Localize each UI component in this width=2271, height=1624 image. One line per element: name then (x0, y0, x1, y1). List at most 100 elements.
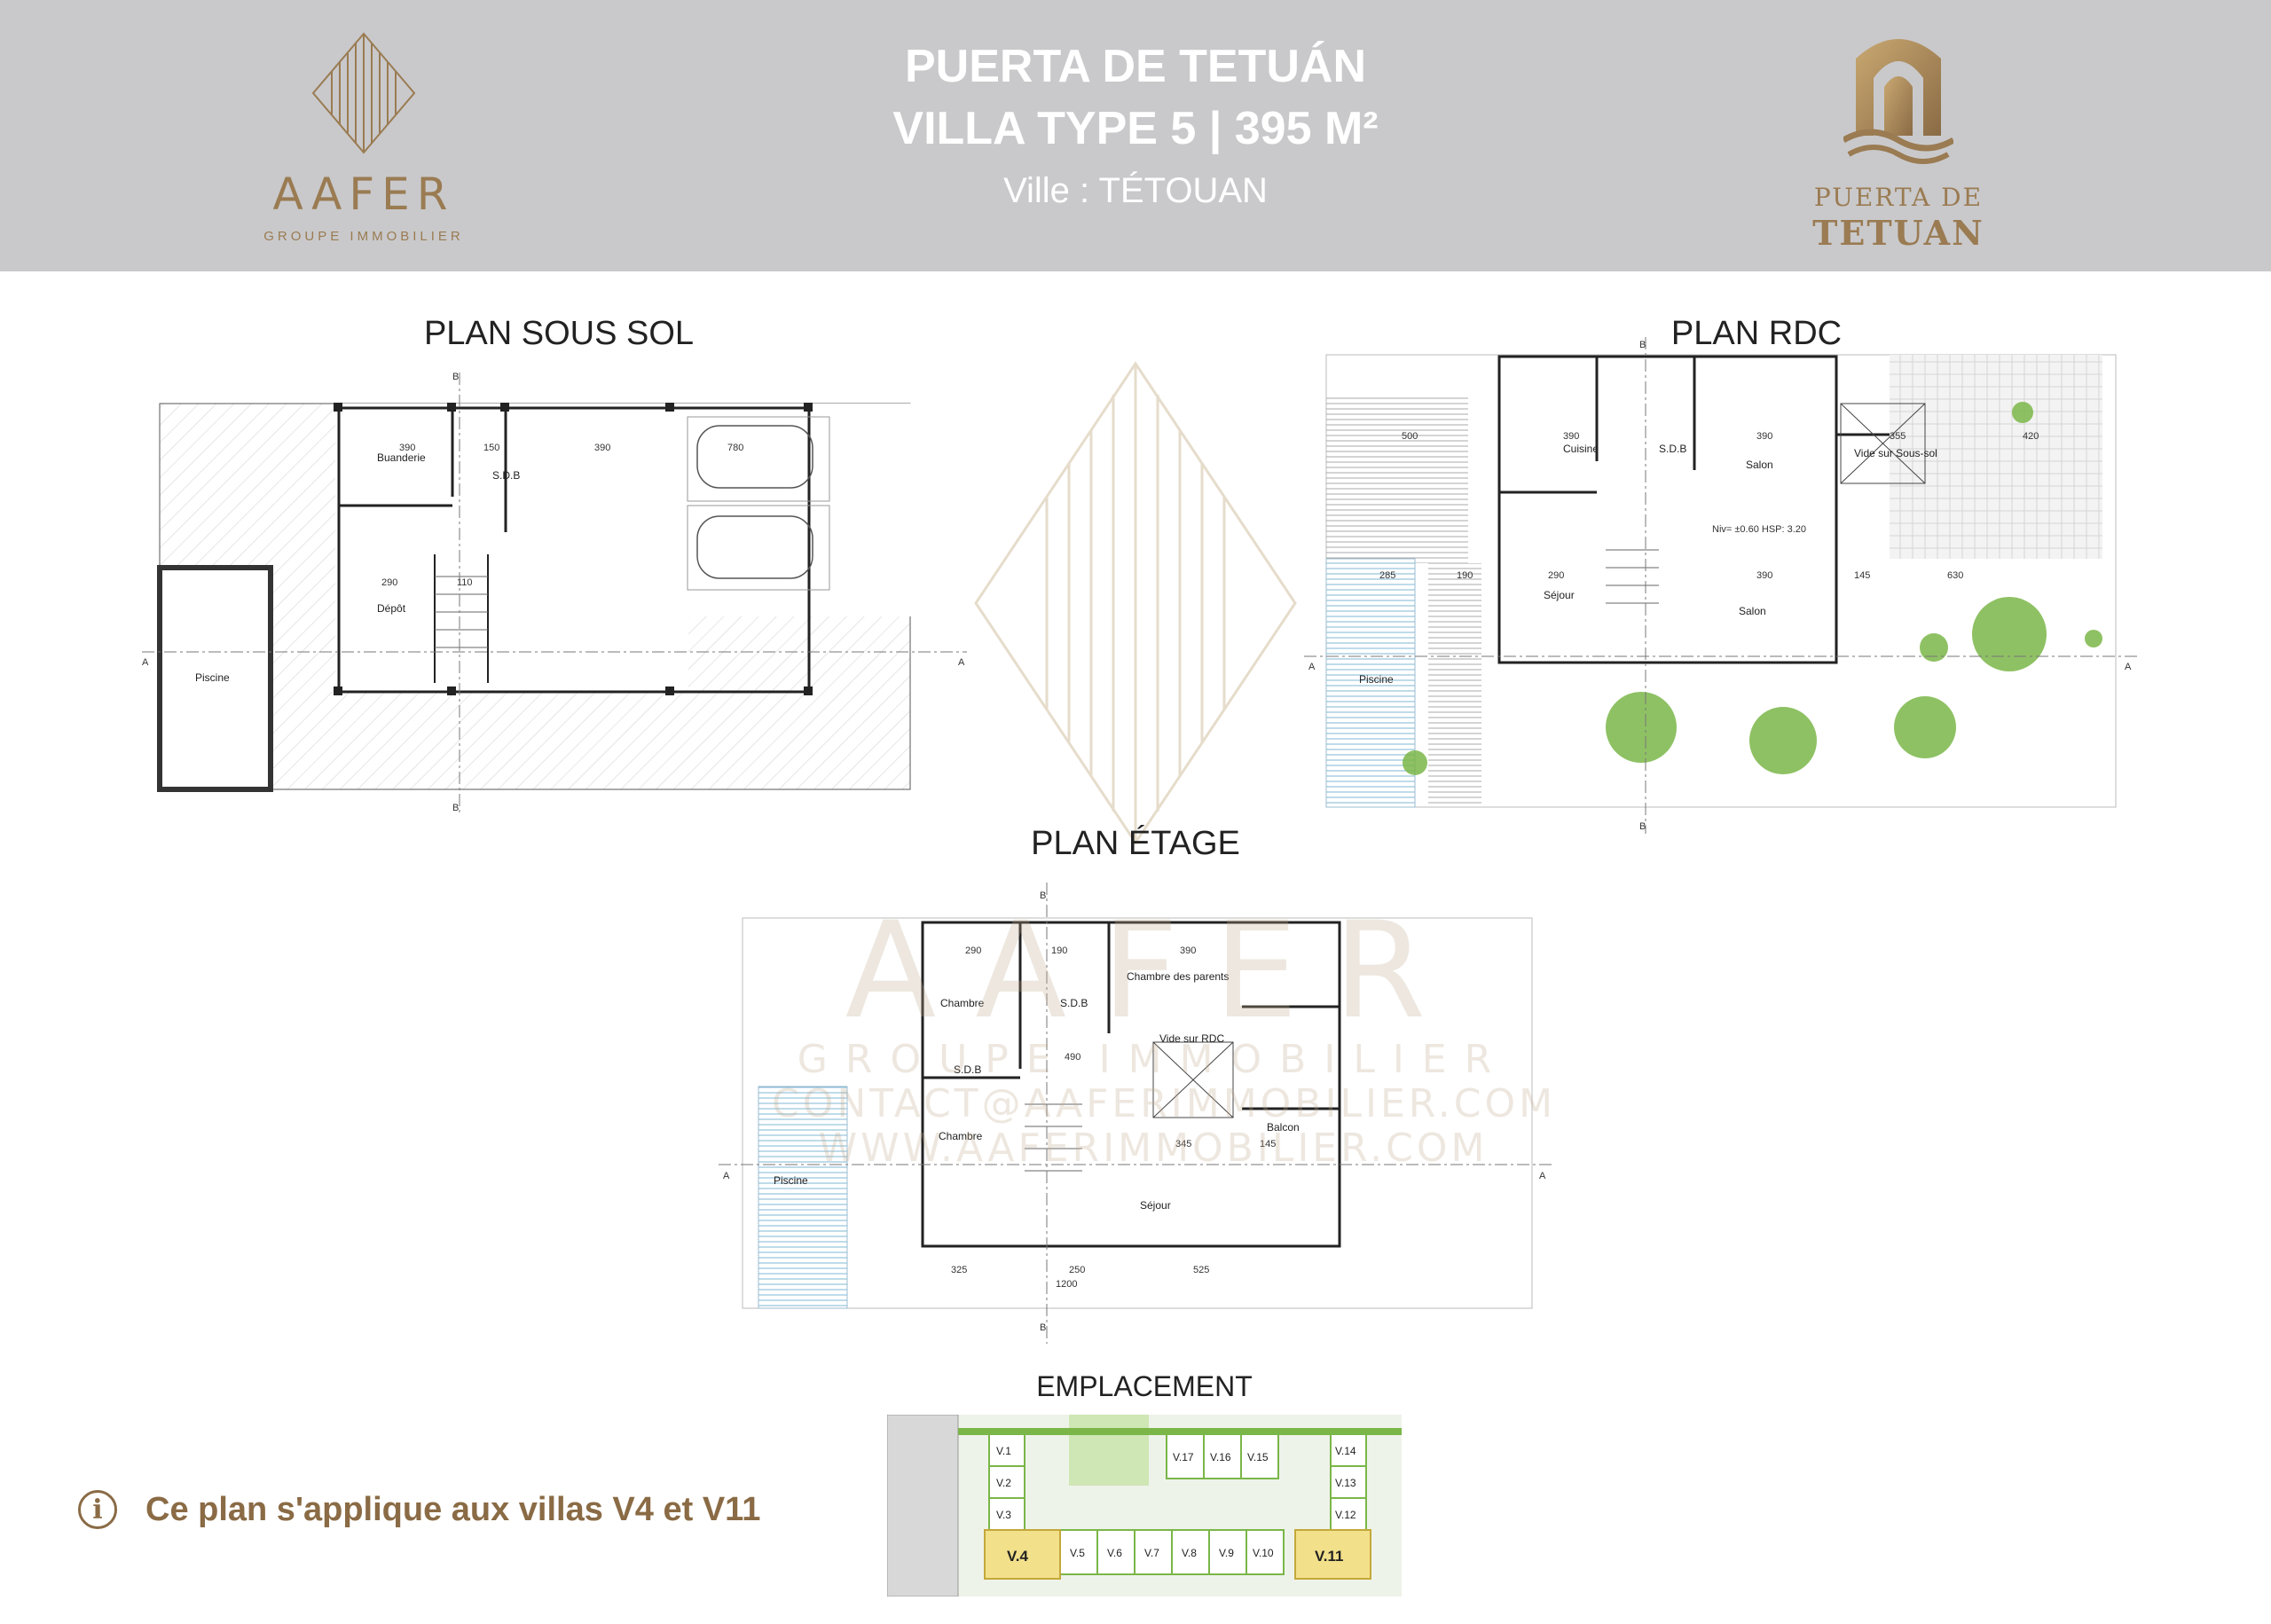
city-line: Ville : TÉTOUAN (1003, 171, 1268, 210)
highlight-lot-label: V.4 (1007, 1548, 1029, 1565)
dim-label: 190 (1457, 570, 1473, 581)
axis-label: A (723, 1171, 730, 1181)
plan-etage-title: PLAN ÉTAGE (1031, 825, 1240, 862)
plan-rdc: Cuisine S.D.B Salon Vide sur Sous-sol Sé… (1304, 337, 2138, 834)
room-label: S.D.B (1659, 443, 1686, 455)
axis-label: B (452, 372, 459, 382)
applicability-note: i Ce plan s'applique aux villas V4 et V1… (78, 1483, 760, 1536)
room-label: Vide sur Sous-sol (1854, 447, 1937, 459)
title-block: PUERTA DE TETUÁN VILLA TYPE 5 | 395 M² V… (692, 35, 1579, 222)
room-label: Salon (1746, 459, 1773, 471)
dim-label: 525 (1193, 1265, 1209, 1275)
lot-label: V.9 (1219, 1547, 1234, 1559)
dim-label: 420 (2023, 431, 2039, 442)
room-label: Piscine (195, 671, 230, 684)
brand-subtitle: GROUPE IMMOBILIER (263, 229, 464, 244)
dim-label: 355 (1890, 431, 1906, 442)
lot-label: V.17 (1173, 1451, 1194, 1463)
axis-label: B (1040, 890, 1046, 901)
lot-label: V.8 (1182, 1547, 1197, 1559)
lot-label: V.10 (1253, 1547, 1274, 1559)
dim-label: 325 (951, 1265, 967, 1275)
room-label: Séjour (1544, 589, 1575, 601)
plan-rdc-title: PLAN RDC (1670, 315, 1843, 352)
applicability-text: Ce plan s'applique aux villas V4 et V11 (145, 1490, 761, 1528)
puerta-logo-line2: TETUAN (1812, 213, 1984, 253)
dim-label: 390 (1180, 945, 1196, 956)
gate-arch-icon (1843, 39, 1953, 164)
room-label: Chambre des parents (1127, 970, 1229, 983)
project-title: PUERTA DE TETUÁN (905, 41, 1366, 92)
dim-label: 290 (965, 945, 981, 956)
dim-label: 285 (1379, 570, 1395, 581)
dim-label: 110 (457, 577, 473, 588)
axis-label: A (958, 657, 965, 668)
dim-label: 1200 (1056, 1279, 1077, 1290)
lot-label: V.1 (996, 1445, 1011, 1457)
plan-sous-sol: Buanderie S.D.B Dépôt Piscine 390 150 39… (133, 364, 976, 825)
dim-label: 390 (594, 443, 610, 453)
dim-label: 490 (1065, 1052, 1080, 1063)
aafer-logo: AAFER GROUPE IMMOBILIER (257, 27, 470, 248)
decorative-diamond-icon (967, 355, 1304, 856)
room-label: S.D.B (1060, 997, 1088, 1009)
lot-label: V.16 (1210, 1451, 1231, 1463)
room-label: Piscine (774, 1174, 808, 1187)
room-label: Vide sur RDC (1159, 1032, 1224, 1045)
site-map: V.1 V.2 V.3 V.5 V.6 V.7 V.8 V.9 V.10 V.1… (886, 1414, 1419, 1597)
dim-label: 145 (1260, 1139, 1276, 1149)
dim-label: 290 (1548, 570, 1564, 581)
room-label: Piscine (1359, 673, 1394, 686)
dim-label: 500 (1402, 431, 1418, 442)
level-note: Niv= ±0.60 HSP: 3.20 (1712, 524, 1806, 535)
dim-label: 150 (483, 443, 499, 453)
emplacement-title: EMPLACEMENT (1036, 1370, 1253, 1402)
room-label: Chambre (940, 997, 985, 1009)
dim-label: 190 (1051, 945, 1067, 956)
room-label: S.D.B (492, 469, 520, 482)
dim-label: 250 (1069, 1265, 1085, 1275)
dim-label: 390 (1756, 570, 1772, 581)
villa-type-title: VILLA TYPE 5 | 395 M² (892, 103, 1379, 154)
dim-label: 345 (1175, 1139, 1191, 1149)
room-label: Séjour (1140, 1199, 1171, 1212)
lot-label: V.2 (996, 1477, 1011, 1489)
highlight-lot-label: V.11 (1315, 1548, 1343, 1565)
brand-name: AAFER (272, 169, 455, 220)
lot-label: V.7 (1144, 1547, 1159, 1559)
room-label: Balcon (1267, 1121, 1300, 1134)
lot-label: V.15 (1247, 1451, 1269, 1463)
axis-label: A (142, 657, 149, 668)
axis-label: A (1308, 662, 1316, 672)
room-label: Salon (1739, 605, 1766, 617)
dim-label: 390 (1563, 431, 1579, 442)
axis-label: B (452, 803, 459, 813)
room-label: Chambre (939, 1130, 983, 1142)
dim-label: 780 (727, 443, 743, 453)
info-icon: i (78, 1490, 117, 1529)
dim-label: 630 (1947, 570, 1963, 581)
axis-label: B (1639, 821, 1646, 832)
dim-label: 390 (399, 443, 415, 453)
header-banner: AAFER GROUPE IMMOBILIER PUERTA DE TETUÁN… (0, 0, 2271, 271)
room-label: Dépôt (377, 602, 406, 615)
dim-label: 390 (1756, 431, 1772, 442)
plan-etage: Chambre S.D.B Chambre des parents S.D.B … (719, 883, 1552, 1344)
lot-label: V.3 (996, 1509, 1011, 1521)
plan-sous-sol-title: PLAN SOUS SOL (423, 315, 695, 352)
axis-label: A (2125, 662, 2132, 672)
lot-label: V.6 (1107, 1547, 1122, 1559)
room-label: Buanderie (377, 451, 426, 464)
lot-label: V.5 (1070, 1547, 1085, 1559)
lot-label: V.13 (1335, 1477, 1356, 1489)
axis-label: B (1040, 1322, 1046, 1333)
room-label: S.D.B (954, 1063, 981, 1076)
puerta-logo: PUERTA DE TETUAN (1810, 25, 1987, 253)
axis-label: A (1539, 1171, 1546, 1181)
dim-label: 290 (381, 577, 397, 588)
lot-label: V.14 (1335, 1445, 1356, 1457)
room-label: Cuisine (1563, 443, 1599, 455)
dim-label: 145 (1854, 570, 1870, 581)
puerta-logo-line1: PUERTA DE (1813, 183, 1984, 212)
lot-label: V.12 (1335, 1509, 1356, 1521)
